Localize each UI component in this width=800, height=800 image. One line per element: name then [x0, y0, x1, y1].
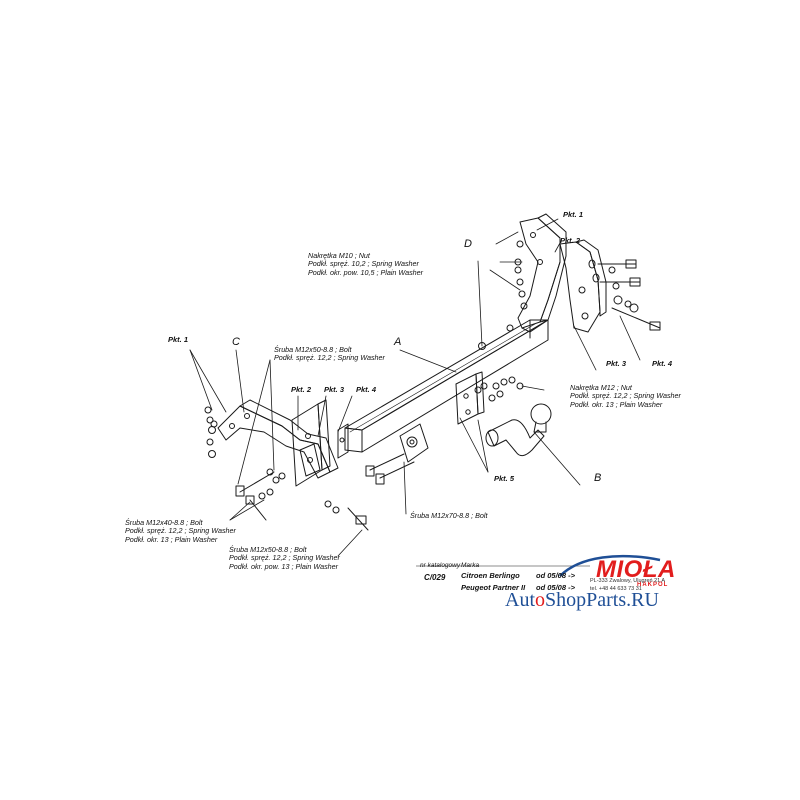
pkt3-left-tag: Pkt. 3 — [324, 385, 345, 394]
label-b: B — [594, 472, 602, 484]
note-bolt-m12x40: Śruba M12x40-8.8 ; Bolt Podkł. spręż. 12… — [125, 518, 236, 544]
note-bolt-m12x70: Śruba M12x70-8.8 ; Bolt — [410, 511, 488, 520]
label-d: D — [464, 238, 472, 250]
brand-address-1: PL-333 Zwalowy, Ulugreń 21 A — [590, 578, 666, 584]
vehicle-2-name: Peugeot Partner II — [461, 583, 526, 592]
note-nut-m12: Nakrętka M12 ; Nut Podkł. spręż. 12,2 ; … — [570, 383, 681, 409]
watermark-part1: Aut — [505, 589, 535, 611]
leader-lines — [189, 218, 641, 557]
left-nut-stack — [204, 406, 218, 458]
pkt1-left-tag: Pkt. 1 — [168, 335, 189, 344]
note-nut-m10: Nakrętka M10 ; Nut Podkł. spręż. 10,2 ; … — [308, 251, 424, 277]
pkt4-right-tag: Pkt. 4 — [652, 359, 673, 368]
nut-stack-d — [478, 240, 528, 350]
bracket-c — [217, 399, 339, 479]
label-c: C — [232, 336, 240, 348]
tow-ball-neck — [485, 403, 552, 457]
note-bolt-m12x50-top: Śruba M12x50-8.8 ; Bolt Podkł. spręż. 12… — [274, 345, 385, 363]
brand-logo: MIOŁA — [596, 556, 676, 583]
tow-plate — [455, 371, 485, 425]
catalog-label: nr katalogowy — [420, 562, 461, 569]
vehicle-1-name: Citroen Berlingo — [461, 571, 520, 580]
pkt2-left-tag: Pkt. 2 — [291, 385, 312, 394]
pkt4-left-tag: Pkt. 4 — [356, 385, 377, 394]
pkt1-right-tag: Pkt. 1 — [563, 210, 584, 219]
catalog-number: C/029 — [424, 573, 446, 582]
vehicle-1-date: od 05/08 -> — [536, 571, 575, 580]
electrical-socket-plate — [399, 423, 429, 463]
crossbar-end-left — [337, 423, 349, 459]
watermark: AutoShopParts.RU — [505, 589, 659, 612]
right-side-plate — [559, 239, 607, 333]
label-a: A — [394, 336, 402, 348]
vehicle-2-date: od 05/08 -> — [536, 583, 575, 592]
pkt5-tag: Pkt. 5 — [494, 474, 515, 483]
watermark-o-mark: o — [535, 589, 545, 611]
logo-swoosh — [559, 554, 661, 577]
brand-label: Marka — [461, 562, 480, 569]
left-bolts — [235, 382, 488, 531]
right-bolts — [588, 259, 661, 331]
pkt3-right-tag: Pkt. 3 — [606, 359, 627, 368]
pkt2-right-tag: Pkt. 2 — [560, 236, 581, 245]
brand-logo-subtitle: HAKPOL — [637, 582, 669, 588]
left-side-plate — [291, 399, 331, 487]
brand-address-2: tel. +48 44 633 73 31 — [590, 586, 642, 592]
note-bolt-m12x50-bottom: Śruba M12x50-8.8 ; Bolt Podkł. spręż. 12… — [229, 545, 340, 571]
bracket-d — [517, 213, 567, 333]
center-nuts — [488, 376, 524, 402]
watermark-part2: ShopParts.RU — [545, 589, 659, 611]
